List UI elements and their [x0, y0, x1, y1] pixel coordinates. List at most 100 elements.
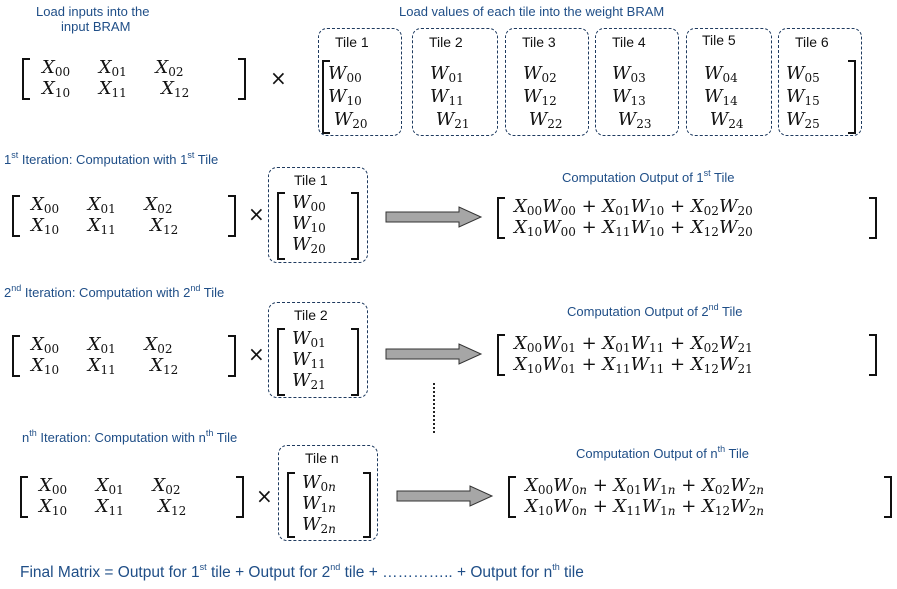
caption-part: Iteration: Computation with 2	[21, 285, 191, 300]
matrix-bracket-left	[497, 334, 505, 376]
output-matrix-row1: X00W0n + X01W1n + X02W2n	[525, 475, 765, 497]
caption-part: Computation Output of n	[576, 446, 718, 461]
x-matrix-row2: X10 X11 X12	[42, 78, 190, 100]
iteration-n-caption: nth Iteration: Computation with nth Tile	[22, 428, 237, 446]
tile-box	[412, 28, 498, 136]
caption-part: Tile	[710, 170, 735, 185]
tile-label: Tile 1	[294, 172, 328, 188]
output-matrix-row2: X10W00 + X11W10 + X12W20	[514, 217, 753, 239]
matrix-bracket-left	[20, 476, 28, 518]
output-2-caption: Computation Output of 2nd Tile	[567, 302, 743, 320]
tile-box	[268, 302, 368, 398]
multiply-symbol: ×	[270, 66, 287, 90]
tile-box	[686, 28, 772, 136]
caption-part: 2	[4, 285, 12, 300]
matrix-bracket-right	[869, 197, 877, 239]
arrow-icon	[385, 206, 483, 228]
matrix-bracket-left	[508, 476, 516, 518]
multiply-symbol: ×	[248, 342, 265, 366]
output-matrix-row1: X00W00 + X01W10 + X02W20	[514, 196, 753, 218]
final-sup: th	[552, 562, 560, 572]
tile-box	[505, 28, 589, 136]
caption-part: Iteration: Computation with 1	[18, 152, 188, 167]
x-matrix-row1: X00 X01 X02	[31, 194, 173, 216]
matrix-bracket-right	[228, 195, 236, 237]
matrix-bracket-left	[287, 472, 295, 538]
tile-label: Tile 5	[702, 32, 736, 48]
iteration-1-caption: 1st Iteration: Computation with 1st Tile	[4, 150, 218, 168]
load-inputs-caption: Load inputs into the input BRAM	[36, 4, 149, 34]
output-matrix-row2: X10W01 + X11W11 + X12W21	[514, 354, 753, 376]
load-inputs-caption-line1: Load inputs into the	[36, 4, 150, 19]
caption-part: Tile	[200, 285, 225, 300]
x-matrix-row2: X10 X11 X12	[39, 496, 187, 518]
caption-part: 1	[4, 152, 12, 167]
matrix-bracket-right	[236, 476, 244, 518]
x-matrix-row2: X10 X11 X12	[31, 355, 179, 377]
tile-box	[595, 28, 679, 136]
caption-sup: th	[205, 428, 214, 438]
tile-box	[268, 167, 368, 263]
x-matrix-row2: X10 X11 X12	[31, 215, 179, 237]
final-matrix-caption: Final Matrix = Output for 1st tile + Out…	[20, 562, 584, 582]
multiply-symbol: ×	[256, 484, 273, 508]
x-matrix-row1: X00 X01 X02	[42, 57, 184, 79]
matrix-bracket-left	[12, 335, 20, 377]
tile-label: Tile 3	[522, 34, 556, 50]
tile-label: Tile 2	[429, 34, 463, 50]
multiply-symbol: ×	[248, 202, 265, 226]
matrix-bracket-right	[869, 334, 877, 376]
caption-sup: nd	[190, 283, 201, 293]
load-weights-caption: Load values of each tile into the weight…	[399, 4, 665, 19]
final-part: tile	[559, 564, 584, 581]
matrix-bracket-left	[22, 58, 30, 100]
caption-sup: th	[717, 444, 726, 454]
caption-part: Computation Output of 1	[562, 170, 704, 185]
output-matrix-row2: X10W0n + X11W1n + X12W2n	[525, 496, 765, 518]
iteration-2-caption: 2nd Iteration: Computation with 2nd Tile	[4, 283, 225, 301]
arrow-icon	[396, 485, 494, 507]
matrix-bracket-right	[351, 192, 359, 260]
tile-label: Tile 2	[294, 307, 328, 323]
final-sup: nd	[330, 562, 341, 572]
output-n-caption: Computation Output of nth Tile	[576, 444, 750, 462]
matrix-bracket-right	[363, 472, 371, 538]
final-part: tile + Output for 2	[206, 564, 331, 581]
matrix-bracket-left	[12, 195, 20, 237]
caption-sup: nd	[708, 302, 719, 312]
caption-sup: st	[11, 150, 19, 160]
caption-part: Tile	[725, 446, 750, 461]
arrow-icon	[385, 343, 483, 365]
final-part: tile + ………….. + Output for n	[340, 564, 553, 581]
caption-part: Computation Output of 2	[567, 304, 709, 319]
load-inputs-caption-line2: input BRAM	[61, 19, 131, 34]
continuation-dots	[433, 383, 435, 433]
tile-box	[778, 28, 862, 136]
caption-part: Tile	[718, 304, 743, 319]
caption-sup: st	[187, 150, 195, 160]
matrix-bracket-left	[497, 197, 505, 239]
tile-label: Tile 1	[335, 34, 369, 50]
matrix-bracket-right	[238, 58, 246, 100]
x-matrix-row1: X00 X01 X02	[31, 334, 173, 356]
matrix-bracket-right	[228, 335, 236, 377]
matrix-bracket-left	[277, 192, 285, 260]
output-matrix-row1: X00W01 + X01W11 + X02W21	[514, 333, 753, 355]
caption-part: Iteration: Computation with n	[36, 430, 206, 445]
matrix-bracket-right	[351, 328, 359, 396]
caption-sup: nd	[11, 283, 22, 293]
matrix-bracket-right	[848, 60, 856, 134]
tile-label: Tile n	[305, 450, 339, 466]
caption-sup: th	[29, 428, 37, 438]
tile-label: Tile 4	[612, 34, 646, 50]
x-matrix-row1: X00 X01 X02	[39, 475, 181, 497]
